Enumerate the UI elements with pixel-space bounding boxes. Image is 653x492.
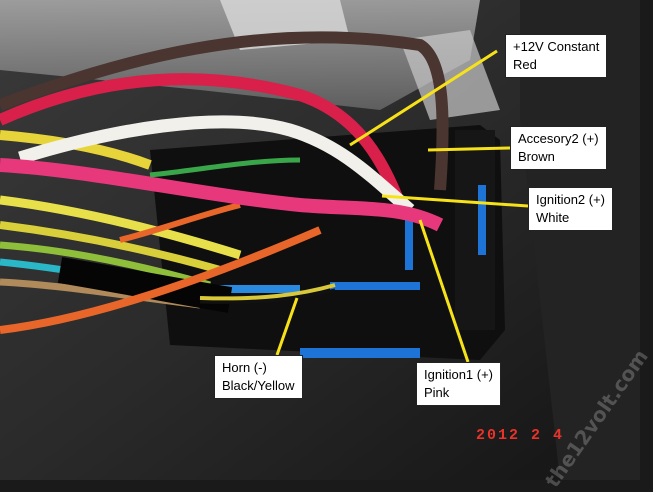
horn-wire bbox=[199, 283, 336, 301]
yellow-wire bbox=[0, 195, 242, 260]
label-12v-constant: +12V Constant Red bbox=[505, 34, 608, 78]
blue-pin bbox=[478, 185, 486, 255]
leader-line-ignition2 bbox=[381, 194, 529, 208]
label-ignition1: Ignition1 (+) Pink bbox=[416, 362, 502, 406]
label-horn: Horn (-) Black/Yellow bbox=[214, 355, 303, 399]
white-wire bbox=[18, 115, 415, 215]
label-ignition2-title: Ignition2 (+) bbox=[536, 192, 606, 207]
connector-side bbox=[455, 130, 495, 330]
label-accessory2-title: Accesory2 (+) bbox=[518, 131, 599, 146]
blue-pin bbox=[300, 348, 420, 358]
blue-wire-segment bbox=[200, 285, 300, 293]
wiring-photo bbox=[0, 0, 640, 480]
leader-line-ignition1 bbox=[418, 219, 470, 363]
blue-pin bbox=[330, 282, 420, 290]
horn-wire-stripe bbox=[199, 288, 336, 304]
label-horn-color: Black/Yellow bbox=[222, 378, 295, 393]
green-wire-small bbox=[149, 157, 301, 178]
leader-line-horn bbox=[275, 297, 299, 356]
brown-wire bbox=[0, 31, 449, 191]
label-12v-constant-title: +12V Constant bbox=[513, 39, 600, 54]
upper-panel bbox=[0, 0, 480, 110]
orange-wire bbox=[0, 226, 322, 334]
red-wire bbox=[0, 73, 406, 208]
leader-lines bbox=[275, 49, 529, 363]
label-ignition1-color: Pink bbox=[424, 385, 450, 400]
label-ignition2: Ignition2 (+) White bbox=[528, 187, 614, 231]
label-accessory2-color: Brown bbox=[518, 149, 555, 164]
green-wire bbox=[0, 241, 211, 289]
label-12v-constant-color: Red bbox=[513, 57, 537, 72]
orange-wire bbox=[119, 202, 241, 243]
label-accessory2: Accesory2 (+) Brown bbox=[510, 126, 607, 170]
blue-pin bbox=[405, 210, 413, 270]
leader-line-accessory bbox=[427, 146, 511, 152]
label-ignition1-title: Ignition1 (+) bbox=[424, 367, 494, 382]
label-ignition2-color: White bbox=[536, 210, 570, 225]
leader-line-constant bbox=[349, 49, 498, 147]
yellow-wire bbox=[0, 221, 222, 274]
pink-wire bbox=[0, 158, 444, 232]
label-horn-title: Horn (-) bbox=[222, 360, 267, 375]
right-panel bbox=[520, 0, 640, 480]
date-stamp: 2012 2 4 bbox=[476, 427, 565, 444]
